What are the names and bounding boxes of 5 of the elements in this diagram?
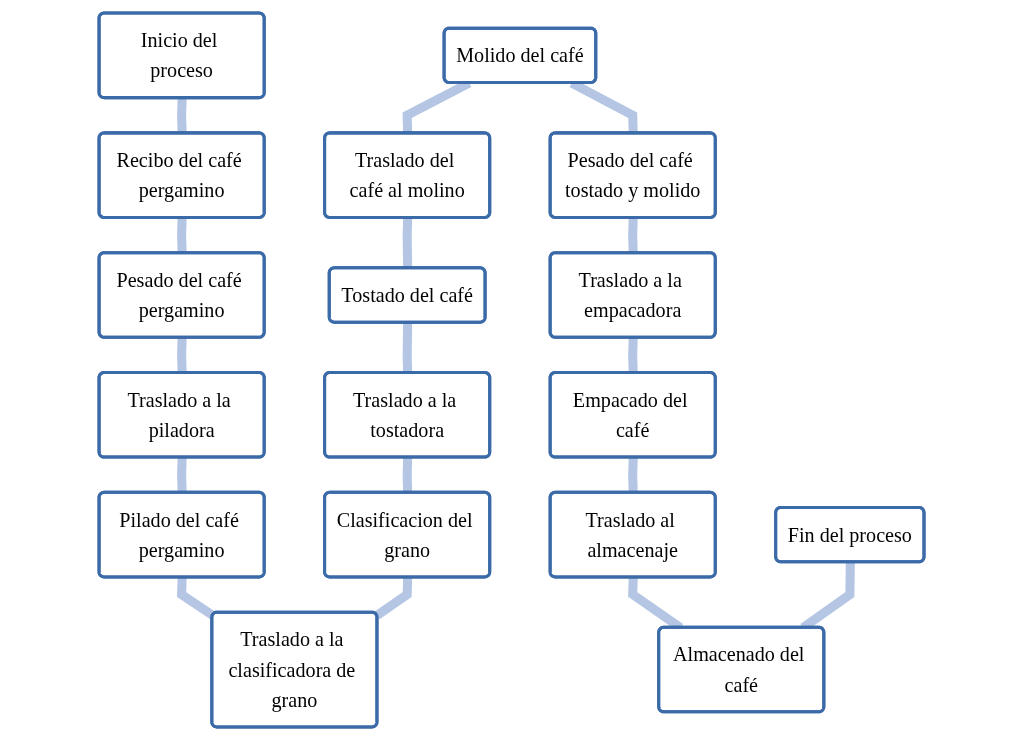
connector bbox=[403, 457, 413, 493]
connector bbox=[374, 577, 413, 620]
connector bbox=[177, 577, 216, 620]
connector bbox=[177, 457, 188, 493]
connector bbox=[628, 457, 639, 493]
